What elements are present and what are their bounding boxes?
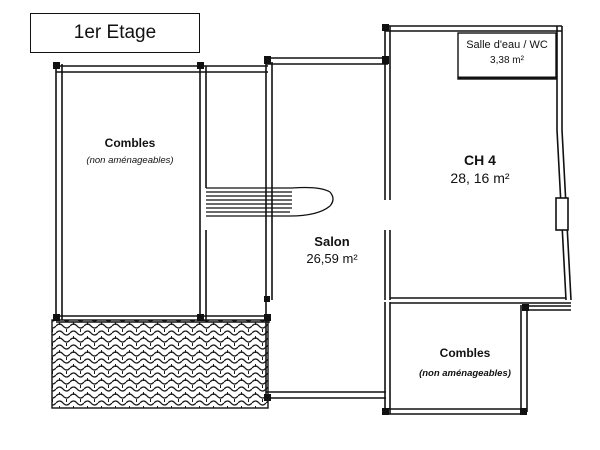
staircase [206, 186, 334, 217]
combles-left-walls [55, 64, 270, 323]
ch4-walls [385, 25, 572, 304]
combles-right-name: Combles [439, 346, 491, 360]
roof-tiles [51, 319, 269, 409]
salon-walls [265, 56, 388, 399]
combles-right-note: (non aménageables) [419, 368, 511, 379]
ch4-area: 28, 16 m² [450, 170, 510, 186]
salle-eau-area: 3,38 m² [490, 55, 524, 66]
partition-walls [384, 26, 391, 414]
combles-right-walls [385, 305, 571, 415]
salon-area: 26,59 m² [306, 251, 358, 266]
ch4-name: CH 4 [464, 152, 496, 168]
salle-eau-name: Salle d'eau / WC [466, 39, 548, 51]
floor-title: 1er Etage [30, 13, 200, 53]
combles-left-name: Combles [104, 136, 156, 150]
combles-left-note: (non aménageables) [86, 155, 174, 166]
salon-name: Salon [314, 234, 350, 249]
